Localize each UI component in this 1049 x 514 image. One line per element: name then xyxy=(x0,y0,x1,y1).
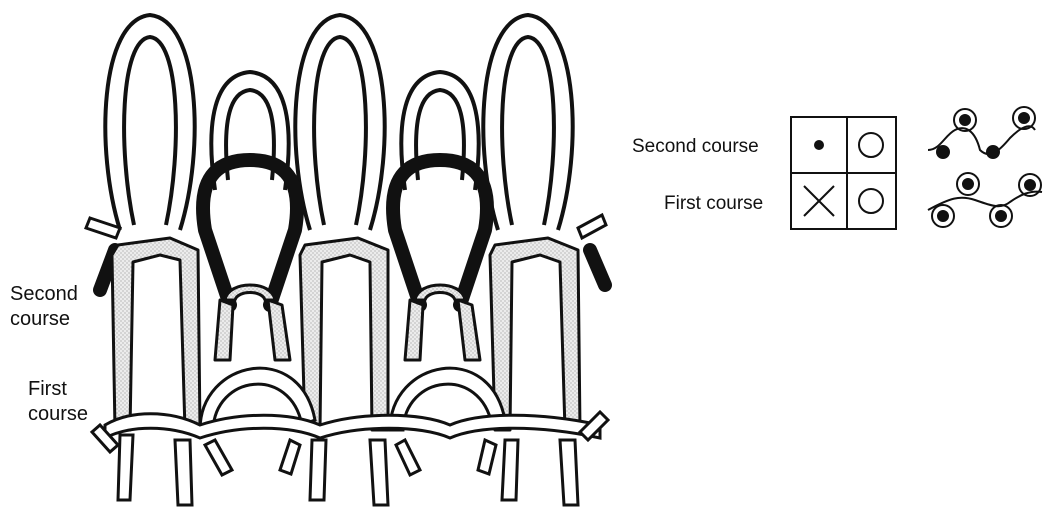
leg-8 xyxy=(280,440,300,474)
stub-left-top xyxy=(86,218,120,238)
second-course-wale-2 xyxy=(300,238,388,430)
leg-4 xyxy=(370,440,388,505)
leg-7 xyxy=(205,440,232,475)
held-loop-2 xyxy=(295,15,384,230)
leg-5 xyxy=(502,440,518,500)
second-course-mid-3 xyxy=(405,300,423,360)
grid-cell-second-2 xyxy=(847,117,896,173)
held-loop-1 xyxy=(105,15,194,230)
grid-cell-first-2 xyxy=(847,173,896,229)
stitch-illustration: Second course First course xyxy=(10,15,608,505)
loop-diagram-second-course xyxy=(928,107,1035,158)
small-arc-2 xyxy=(415,285,465,300)
leg-1 xyxy=(118,435,133,500)
first-course-yarn xyxy=(105,368,600,438)
left-label-second-line1: Second xyxy=(10,283,78,305)
notation-key: Second course First course xyxy=(632,107,1042,229)
tuck-edge-right xyxy=(590,250,605,285)
leg-2 xyxy=(175,440,192,505)
leg-6 xyxy=(560,440,578,505)
held-loop-3 xyxy=(483,15,572,230)
loop-diagram-first-course xyxy=(928,173,1042,227)
second-course-mid-4 xyxy=(458,300,480,360)
left-label-first-line1: First xyxy=(28,378,67,400)
leg-10 xyxy=(478,440,496,474)
stub-right-top xyxy=(578,215,606,238)
small-arc-1 xyxy=(225,285,275,300)
stub-right-bottom xyxy=(580,412,608,440)
second-course-wale-1 xyxy=(112,238,200,430)
second-course-mid-2 xyxy=(268,300,290,360)
leg-9 xyxy=(396,440,420,475)
second-course-yarn xyxy=(112,238,580,430)
left-label-second-line2: course xyxy=(10,308,70,330)
second-course-mid-1 xyxy=(215,300,233,360)
notation-label-first-course: First course xyxy=(664,193,763,214)
second-course-wale-3 xyxy=(490,238,580,430)
tuck-dot-symbol xyxy=(814,140,824,150)
notation-label-second-course: Second course xyxy=(632,136,759,157)
leg-3 xyxy=(310,440,326,500)
held-loops xyxy=(105,15,572,230)
first-course-bar xyxy=(105,414,600,438)
left-label-first-line2: course xyxy=(28,403,88,425)
